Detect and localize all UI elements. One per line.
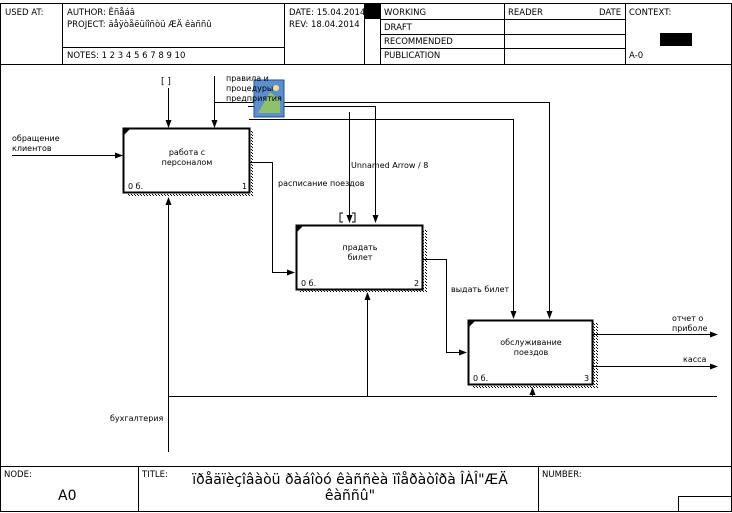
box-2[interactable] — [295, 224, 428, 294]
label-rules: правила и процедуры предприятия — [226, 74, 282, 103]
box-1-label: работа с персоналом — [161, 148, 213, 167]
used-at-label: USED AT: — [5, 8, 44, 18]
status-working: WORKING — [384, 8, 427, 18]
status-recommended: RECOMMENDED — [384, 37, 453, 47]
footer-grid — [0, 466, 732, 512]
arrow-schedule[interactable] — [250, 162, 295, 276]
box-1-number: 1 — [242, 182, 248, 191]
project-field: PROJECT: äåÿòåëüíîñòü ÆÄ êàññû — [67, 20, 212, 30]
label-kassa: касса — [683, 355, 707, 364]
number-label: NUMBER: — [542, 470, 582, 480]
title-label: TITLE: — [142, 470, 168, 480]
box-1-cost: 0 б. — [128, 182, 144, 191]
context-box — [660, 33, 692, 46]
box-2-label: прадать билет — [342, 243, 378, 262]
box-2-cost: 0 б. — [301, 279, 317, 288]
box-1[interactable] — [122, 127, 255, 197]
arrow-unnamed[interactable] — [248, 106, 379, 223]
box-3[interactable] — [467, 319, 600, 390]
node-label: NODE: — [4, 470, 32, 480]
box-3-number: 3 — [584, 374, 590, 383]
label-report: отчет о приболе — [672, 314, 708, 333]
diagram-title: ïðåäïèçîâàòü ðàáîòó êàññèà ïîåðàòîðà ÎÀÎ… — [192, 472, 508, 504]
status-publication: PUBLICATION — [384, 51, 441, 61]
box-3-cost: 0 б. — [473, 374, 489, 383]
node-value: A0 — [58, 488, 77, 504]
rev-field: REV: 18.04.2014 — [289, 20, 360, 30]
author-field: AUTHOR: Êñåáâ — [67, 8, 135, 18]
date-col-label: DATE — [599, 8, 622, 18]
date-field: DATE: 15.04.2014 — [289, 8, 366, 18]
label-input-clients: обращение клиентов — [12, 134, 60, 153]
box-2-number: 2 — [414, 279, 420, 288]
tunnel-bracket-icon — [339, 212, 356, 223]
header-grid — [0, 3, 732, 65]
label-tunnel: [ ] — [161, 77, 171, 87]
label-accounting: бухгалтерия — [110, 414, 164, 423]
label-unnamed-arrow: Unnamed Arrow / 8 — [351, 161, 429, 170]
picture-icon — [253, 79, 285, 118]
label-give-ticket: выдать билет — [451, 285, 510, 294]
node-ref: A-0 — [629, 51, 644, 61]
notes-field: NOTES: 1 2 3 4 5 6 7 8 9 10 — [67, 51, 186, 61]
box-3-label: обслуживание поездов — [500, 338, 562, 357]
label-schedule: расписание поездов — [278, 179, 365, 188]
status-marker — [365, 4, 380, 19]
status-draft: DRAFT — [384, 23, 412, 33]
context-label: CONTEXT: — [629, 8, 672, 18]
arrow-give-ticket[interactable] — [423, 259, 467, 356]
arrow-rules-to-box3b[interactable] — [249, 119, 517, 319]
arrow-rules-to-box3[interactable] — [214, 102, 553, 319]
reader-label: READER — [508, 8, 543, 18]
